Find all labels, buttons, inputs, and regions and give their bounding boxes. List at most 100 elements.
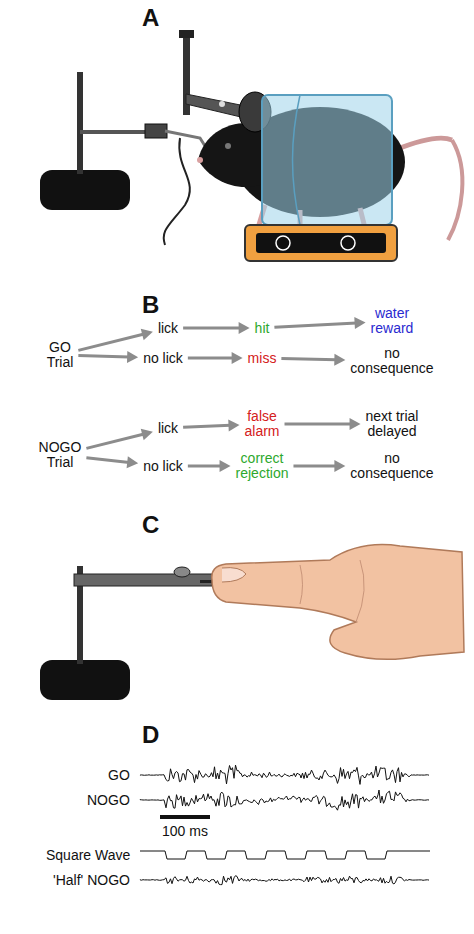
arrow-head [334, 354, 345, 366]
flow-step: GO Trial [35, 340, 85, 370]
signal-label: NOGO [87, 792, 130, 808]
mouse-tail [448, 140, 462, 240]
arrow-line [86, 434, 144, 448]
step-text: next trial delayed [352, 409, 432, 439]
arrow-line [86, 458, 129, 463]
step-text: miss [237, 351, 287, 366]
step-text: lick [143, 421, 193, 436]
flow-arrow [293, 460, 345, 472]
arrow-head [239, 322, 250, 334]
flow-step: no consequence [347, 451, 437, 481]
step-text: false alarm [237, 409, 287, 439]
arrow-line [285, 423, 352, 426]
tube-edge [293, 95, 301, 225]
arrow-line [183, 425, 230, 427]
flow-arrow [86, 456, 138, 468]
panel-letter: D [142, 722, 159, 748]
platform-slot [256, 233, 386, 253]
arrow-head [220, 460, 231, 472]
spout-clamp [145, 124, 167, 138]
hand [212, 545, 464, 660]
step-text: no lick [133, 351, 193, 366]
flow-step: NOGO Trial [35, 440, 85, 470]
platform-sensor [276, 236, 290, 250]
mouse [197, 92, 462, 240]
flow-step: no lick [133, 351, 193, 366]
finger-crease [300, 560, 364, 622]
fingernail [222, 568, 246, 582]
step-text: no consequence [347, 451, 437, 481]
stand-base [40, 660, 130, 700]
spout-wire [164, 138, 190, 245]
step-text: GO Trial [35, 340, 85, 370]
flow-arrow [183, 419, 239, 431]
flow-step: miss [237, 351, 287, 366]
stimulator-knob [174, 567, 190, 577]
arrow-head [232, 352, 243, 364]
stimulator-plate [74, 574, 212, 586]
signal-label: 100 ms [162, 823, 208, 839]
flow-step: no lick [133, 459, 193, 474]
flow-step: water reward [362, 306, 422, 336]
stand-rod [77, 72, 83, 174]
lick-spout [165, 131, 205, 146]
step-text: NOGO Trial [35, 440, 85, 470]
flow-step: no consequence [347, 346, 437, 376]
step-text: no consequence [347, 346, 437, 376]
panel-letter: C [142, 512, 159, 538]
arrow-head [350, 418, 361, 430]
signal-label: 'Half' NOGO [53, 872, 130, 888]
flow-step: lick [143, 321, 193, 336]
flow-step: hit [237, 321, 287, 336]
nogo-waveform [140, 790, 429, 810]
step-text: water reward [362, 306, 422, 336]
platform-sensor [341, 236, 355, 250]
arrow-line [183, 327, 240, 330]
arrow-line [293, 465, 336, 468]
step-text: hit [237, 321, 287, 336]
arrow-head [228, 419, 239, 431]
platform [245, 225, 397, 261]
arrow-line [78, 334, 144, 350]
mouse-eye [225, 143, 231, 149]
step-text: no lick [133, 459, 193, 474]
mouse-nose [197, 157, 203, 163]
arrow-head [334, 460, 345, 472]
flow-step: correct rejection [226, 451, 298, 481]
flow-step: next trial delayed [352, 409, 432, 439]
arrow-line [188, 357, 234, 360]
arrow-line [188, 465, 222, 468]
arrow-line [78, 356, 129, 357]
arrow-line [274, 323, 356, 327]
go-waveform [140, 765, 429, 784]
arrow-line [281, 358, 336, 359]
square-waveform [140, 851, 430, 859]
flow-arrow [281, 354, 345, 366]
flow-arrow [78, 351, 138, 363]
half-nogo-waveform [140, 876, 429, 885]
arrow-head [127, 456, 139, 468]
flow-arrow [86, 429, 152, 449]
stimulator-stand [40, 566, 232, 700]
scale-bar [160, 815, 210, 819]
restraint-tube [262, 95, 392, 225]
flow-step: lick [143, 421, 193, 436]
arrow-head [127, 351, 138, 363]
flow-arrow [274, 317, 365, 329]
signal-label: Square Wave [46, 847, 130, 863]
arrow-head [141, 329, 153, 341]
flow-arrow [285, 418, 361, 430]
finger [212, 545, 464, 660]
flow-arrow [78, 329, 153, 351]
arrow-head [354, 317, 365, 329]
flow-arrow [188, 352, 243, 364]
waveforms [140, 765, 430, 885]
head-post-cap [179, 30, 194, 38]
platform-base [245, 225, 397, 261]
mouse-tail-base [395, 138, 452, 150]
stand-base [40, 170, 130, 210]
step-text: lick [143, 321, 193, 336]
step-text: correct rejection [226, 451, 298, 481]
panel-letter: A [142, 5, 159, 31]
